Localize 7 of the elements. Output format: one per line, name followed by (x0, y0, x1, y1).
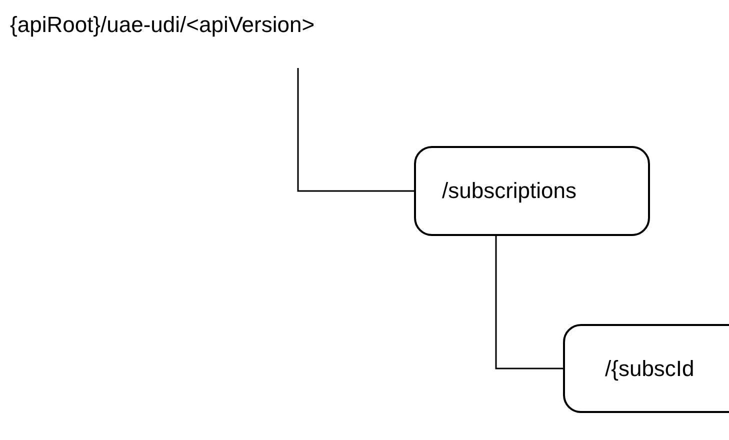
path-label: /subscriptions (442, 178, 577, 204)
path-label: /{subscId (605, 356, 694, 382)
connector-line (495, 236, 563, 370)
path-box (414, 146, 650, 236)
root-path-label: {apiRoot}/uae-udi/<apiVersion> (10, 12, 315, 38)
connector-line (297, 68, 414, 192)
path-box (563, 324, 729, 413)
